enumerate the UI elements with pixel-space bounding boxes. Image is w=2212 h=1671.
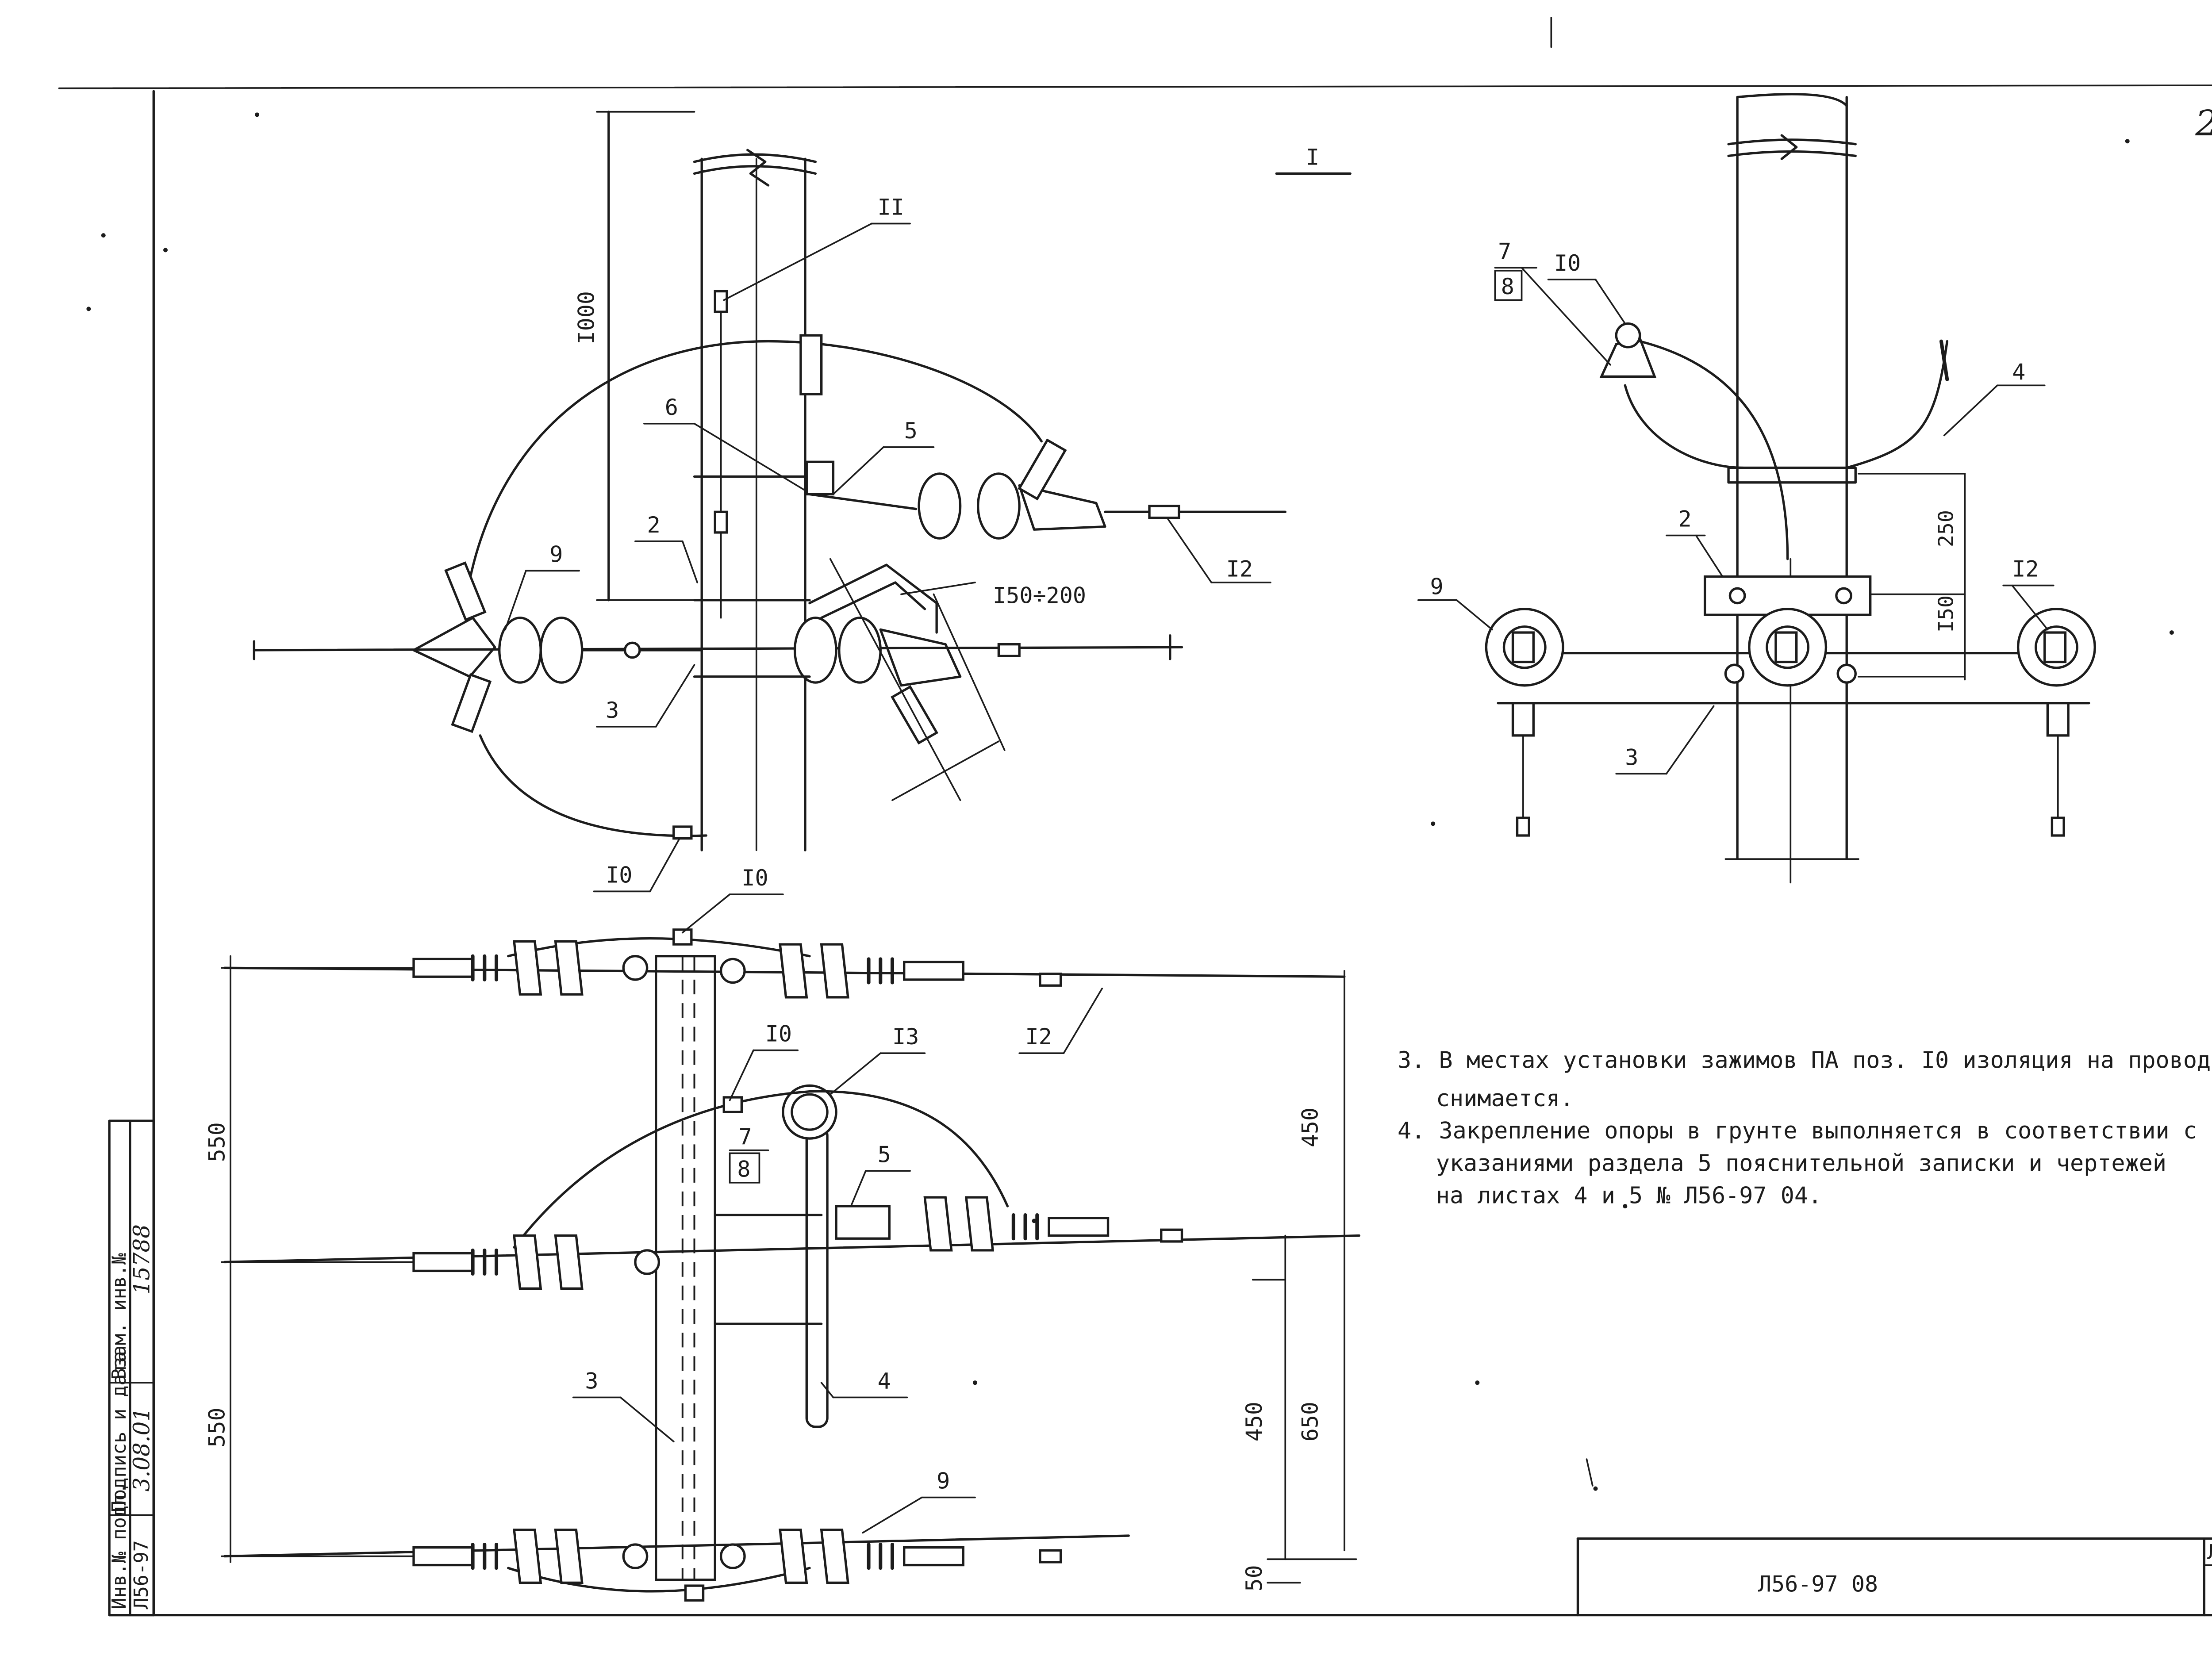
- callout-4: 4: [2012, 359, 2025, 385]
- callout-3: 3: [585, 1368, 598, 1394]
- insulator-string-right: [793, 617, 1021, 745]
- callout-10-top: I0: [741, 865, 768, 891]
- stamp-replace-value: 15788: [129, 1224, 154, 1295]
- dim-650: 650: [1298, 1402, 1323, 1441]
- insulator-string-left: [412, 561, 703, 733]
- note-4-line2: указаниями раздела 5 пояснительной запис…: [1436, 1150, 2166, 1177]
- callout-12: I2: [2012, 556, 2039, 582]
- callout-5: 5: [878, 1142, 891, 1167]
- note-4-line1: 4. Закрепление опоры в грунте выполняетс…: [1398, 1118, 2197, 1144]
- stamp-inv-value: Л56-97: [131, 1540, 153, 1609]
- stamp-replace-label: Взам. инв.№: [108, 1253, 131, 1380]
- callout-10: I0: [606, 862, 632, 888]
- callout-8: 8: [1501, 274, 1514, 299]
- dim-550-upper: 550: [204, 1122, 230, 1162]
- dim-250: 250: [1935, 510, 1959, 547]
- stamp-sign-value: 3.08.01: [129, 1407, 154, 1491]
- callout-12: I2: [1025, 1024, 1052, 1050]
- note-3-line2: снимается.: [1436, 1085, 1574, 1112]
- plan-string-top: [412, 928, 1062, 999]
- left-elevation-view: I I000: [253, 111, 1352, 893]
- notes: 3. В местах установки зажимов ПА поз. I0…: [1398, 1047, 2212, 1209]
- callout-5: 5: [904, 418, 918, 444]
- dim-150-200: I50÷200: [993, 583, 1086, 609]
- dim-150: I50: [1935, 595, 1959, 632]
- callout-13: I3: [892, 1024, 919, 1050]
- dim-1000: I000: [573, 291, 599, 344]
- title-block: Л56-97 08 Лист 2: [1576, 1537, 2212, 1617]
- sheet-label: Лист: [2207, 1541, 2212, 1564]
- dim-450-lower: 450: [1241, 1402, 1267, 1441]
- callout-3: 3: [606, 698, 619, 723]
- callout-9: 9: [937, 1468, 950, 1494]
- note-3-line1: 3. В местах установки зажимов ПА поз. I0…: [1398, 1047, 2212, 1074]
- callout-4: 4: [878, 1368, 891, 1394]
- callout-11: II: [878, 195, 904, 220]
- plan-string-bottom: [412, 1529, 1062, 1602]
- callout-2: 2: [647, 512, 661, 538]
- dim-450-upper: 450: [1298, 1108, 1323, 1147]
- scan-specks: [86, 112, 2174, 1491]
- stamp-sign-label: Подпись и дата: [108, 1351, 131, 1512]
- callout-10: I0: [1554, 250, 1581, 276]
- doc-code: Л56-97 08: [1758, 1571, 1878, 1597]
- note-4-line3: на листах 4 и 5 № Л56-97 04.: [1436, 1183, 1822, 1209]
- callout-10-mid: I0: [765, 1021, 792, 1047]
- sheet-frame: [58, 17, 2212, 1617]
- handwritten-sheet-number: 26: [2195, 103, 2212, 144]
- callout-9: 9: [549, 542, 563, 567]
- dim-550-lower: 550: [204, 1407, 230, 1447]
- view-label: I: [1306, 145, 1319, 170]
- callout-3: 3: [1625, 744, 1638, 770]
- plan-view: 550 550 450 450 650 50: [204, 865, 1360, 1602]
- callout-12: I2: [1226, 556, 1253, 582]
- plan-string-middle: [412, 1096, 1183, 1290]
- callout-7: 7: [739, 1124, 752, 1150]
- stamp-inv-label: Инв.№ подл.: [108, 1483, 131, 1609]
- callout-2: 2: [1678, 506, 1692, 532]
- left-stamp: Инв.№ подл. Подпись и дата Взам. инв.№ Л…: [108, 1119, 155, 1617]
- insulator-string-upper: [808, 438, 1286, 540]
- callout-6: 6: [665, 395, 678, 420]
- callout-9: 9: [1430, 574, 1444, 600]
- callout-8: 8: [737, 1157, 750, 1182]
- dim-50: 50: [1241, 1565, 1267, 1591]
- callout-7: 7: [1498, 238, 1511, 264]
- right-side-view: 250 I50 7 8 I0: [1417, 93, 2096, 884]
